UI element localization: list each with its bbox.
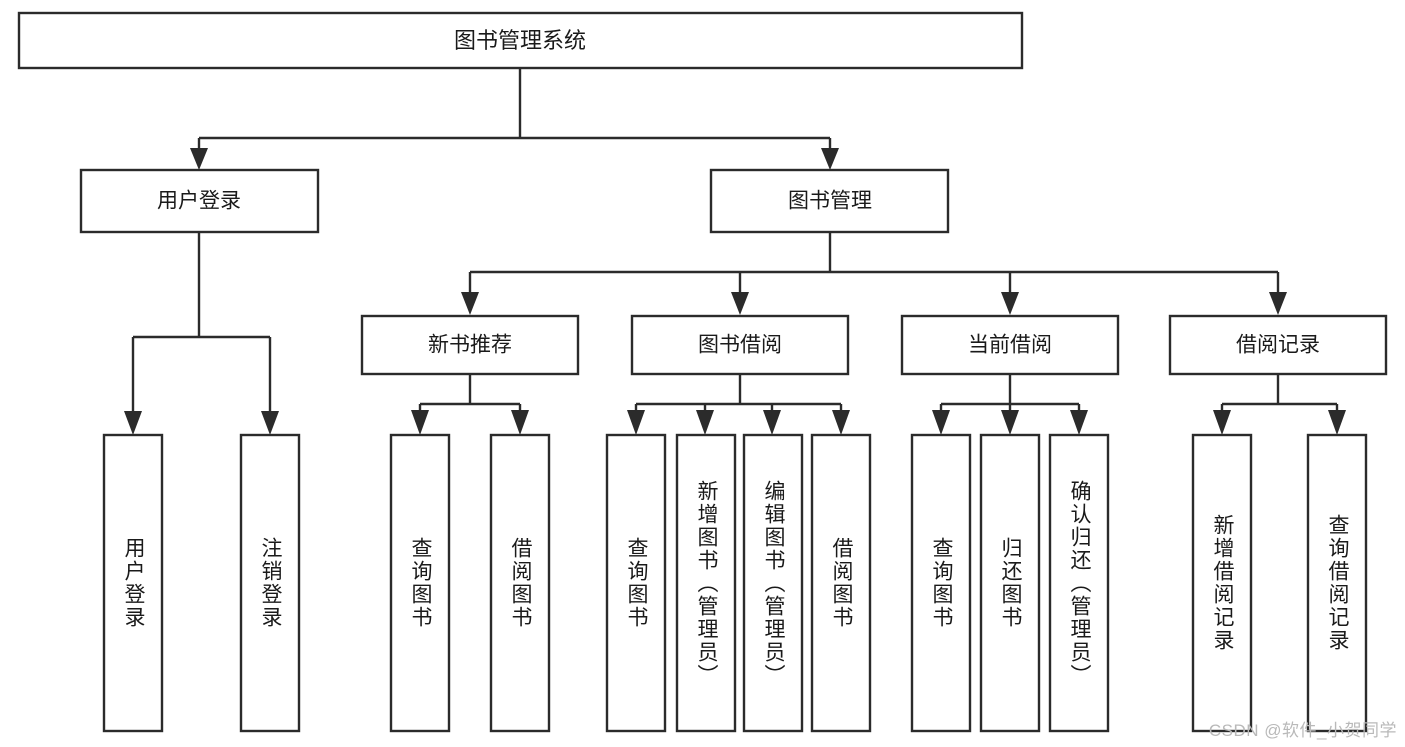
- node-book-borrow-label: 图书借阅: [698, 334, 782, 357]
- arrow-head-leaf-user-login: [124, 411, 142, 435]
- arrow-head-book-manage: [821, 148, 839, 170]
- arrow-head-leaf-confirm-return: [1070, 410, 1088, 435]
- arrow-head-leaf-add-book: [696, 410, 714, 435]
- leaf-box-borrow-book-2[interactable]: [810, 433, 872, 733]
- arrow-head-user-login: [190, 148, 208, 170]
- arrow-head-leaf-query-book-1: [411, 410, 429, 435]
- leaf-box-logout[interactable]: [239, 433, 301, 733]
- arrow-head-leaf-query-book-2: [627, 410, 645, 435]
- node-new-book-recommend-label: 新书推荐: [428, 334, 512, 357]
- node-root-label: 图书管理系统: [454, 28, 586, 53]
- arrow-head-leaf-borrow-book-1: [511, 410, 529, 435]
- node-borrow-record-box[interactable]: [1168, 314, 1388, 376]
- arrow-head-book-borrow: [731, 292, 749, 315]
- node-book-borrow-box[interactable]: [630, 314, 850, 376]
- leaf-box-return-book[interactable]: [979, 433, 1041, 733]
- node-current-borrow-box[interactable]: [900, 314, 1120, 376]
- node-current-borrow[interactable]: 当前借阅: [900, 314, 1120, 376]
- node-book-manage-box[interactable]: [709, 168, 950, 234]
- node-root-box[interactable]: [17, 11, 1024, 70]
- node-book-manage[interactable]: 图书管理: [709, 168, 950, 234]
- arrow-head-leaf-edit-book: [763, 410, 781, 435]
- node-borrow-record[interactable]: 借阅记录: [1168, 314, 1388, 376]
- node-book-manage-label: 图书管理: [788, 190, 872, 213]
- arrow-head-borrow-record: [1269, 292, 1287, 315]
- node-user-login-box[interactable]: [79, 168, 320, 234]
- node-book-borrow[interactable]: 图书借阅: [630, 314, 850, 376]
- arrow-head-new-book-recommend: [461, 292, 479, 315]
- arrow-head-leaf-borrow-book-2: [832, 410, 850, 435]
- node-user-login-label: 用户登录: [157, 190, 241, 213]
- connector-layer: [124, 68, 1346, 435]
- node-new-book-recommend[interactable]: 新书推荐: [360, 314, 580, 376]
- arrow-head-leaf-query-record: [1328, 410, 1346, 435]
- leaf-box-query-book-1[interactable]: [389, 433, 451, 733]
- leaf-box-query-record[interactable]: [1306, 433, 1368, 733]
- leaf-box-borrow-book-1[interactable]: [489, 433, 551, 733]
- leaf-box-add-record[interactable]: [1191, 433, 1253, 733]
- node-root[interactable]: 图书管理系统: [17, 11, 1024, 70]
- leaf-box-user-login[interactable]: [102, 433, 164, 733]
- leaf-box-edit-book[interactable]: [742, 433, 804, 733]
- node-new-book-recommend-box[interactable]: [360, 314, 580, 376]
- leaf-box-layer: [102, 433, 1368, 733]
- leaf-box-add-book[interactable]: [675, 433, 737, 733]
- node-borrow-record-label: 借阅记录: [1236, 334, 1320, 357]
- csdn-watermark: CSDN @软件_小贺同学: [1208, 721, 1397, 740]
- node-current-borrow-label: 当前借阅: [968, 334, 1052, 357]
- arrow-head-leaf-return-book: [1001, 410, 1019, 435]
- leaf-box-query-book-2[interactable]: [605, 433, 667, 733]
- arrow-head-leaf-logout: [261, 411, 279, 435]
- arrow-head-leaf-query-book-3: [932, 410, 950, 435]
- arrow-head-leaf-add-record: [1213, 410, 1231, 435]
- node-user-login[interactable]: 用户登录: [79, 168, 320, 234]
- leaf-box-query-book-3[interactable]: [910, 433, 972, 733]
- arrow-head-current-borrow: [1001, 292, 1019, 315]
- leaf-box-confirm-return[interactable]: [1048, 433, 1110, 733]
